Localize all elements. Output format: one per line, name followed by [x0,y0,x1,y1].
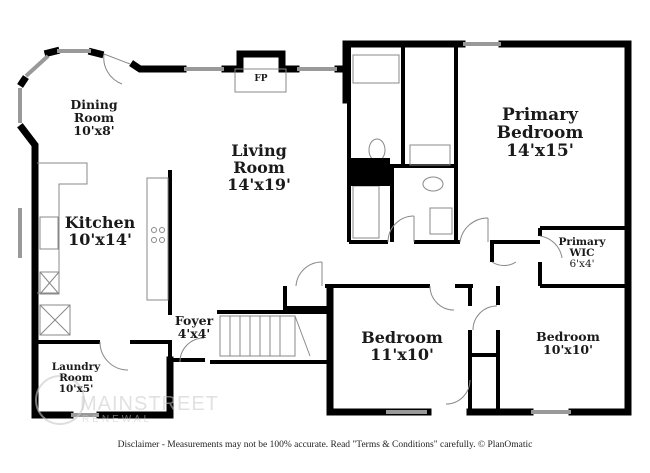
living-room-size: 14'x19' [227,174,291,194]
kitchen-label: Kitchen 10'x14' [64,213,136,249]
kitchen-island-counter [146,177,169,301]
dining-room-size: 10'x8' [73,123,115,139]
toilet [368,138,386,162]
fixtures [37,53,563,405]
bedroom-2-label: Bedroom 11'x10' [361,328,443,364]
kitchen-name: Kitchen [64,213,136,232]
kitchen-size: 10'x14' [68,229,132,249]
tub [352,54,400,84]
bathtub [352,185,380,239]
primary-wic-size: 6'x4' [569,258,595,271]
bedroom-3-label: Bedroom 10'x10' [536,330,600,356]
stairs [219,315,296,357]
laundry-room-size: 10'x5' [58,383,94,396]
watermark-logo [35,375,85,425]
living-room-name: Living [231,141,287,160]
foyer-label: Foyer 4'x4' [175,314,213,340]
dining-room-name: Dining [70,97,118,112]
primary-wic-label: Primary WIC 6'x4' [558,236,606,271]
foyer-size: 4'x4' [177,326,211,342]
primary-bedroom-size: 14'x15' [506,140,574,161]
primary-bedroom-label: Primary Bedroom 14'x15' [496,105,584,161]
bedroom-3-size: 10'x10' [543,342,593,358]
watermark-text: MAINSTREET [80,393,219,415]
primary-bedroom-name: Primary [501,105,579,125]
bedroom-3-name: Bedroom [536,329,600,344]
windows [18,42,571,417]
laundry-room-name: Laundry [51,361,101,373]
bedroom-2-name: Bedroom [361,328,443,347]
watermark-subtext: RENEWAL [82,414,153,425]
laundry-room-label: Laundry Room 10'x5' [51,361,101,396]
primary-bedroom-name-2: Bedroom [496,122,584,143]
living-room-label: Living Room 14'x19' [227,141,291,194]
living-room-name-2: Room [233,157,285,177]
interior-walls [35,44,628,410]
bedroom-2-size: 11'x10' [370,344,434,364]
foyer-name: Foyer [174,313,214,328]
primary-wic-name: Primary [558,236,606,248]
fireplace-label: FP [254,74,268,84]
laundry-room-name-2: Room [59,372,93,385]
disclaimer: Disclaimer - Measurements may not be 100… [117,440,533,450]
fireplace-hearth [234,68,287,93]
dining-room-label: Dining Room 10'x8' [70,97,118,139]
door-openings [348,158,390,186]
dining-room-name-2: Room [73,110,115,126]
primary-wic-name-2: WIC [569,247,595,260]
